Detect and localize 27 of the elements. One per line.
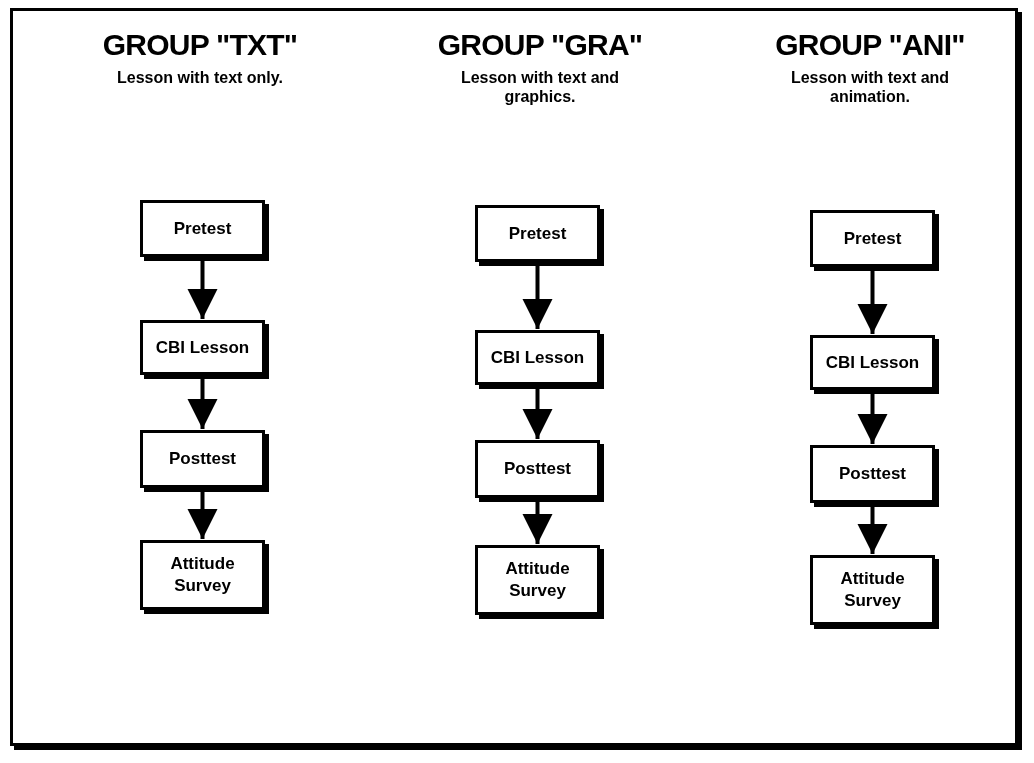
arrow [522, 264, 553, 329]
box-label: CBI Lesson [825, 351, 920, 374]
arrow [187, 377, 218, 429]
arrow [187, 490, 218, 539]
box-label: Posttest [838, 463, 907, 485]
box-label: Pretest [508, 222, 567, 245]
arrow [857, 269, 888, 334]
box-label: CBI Lesson [155, 336, 250, 359]
group-heading: GROUP "GRA" [436, 28, 644, 62]
box-label: Posttest [503, 458, 572, 480]
arrow [522, 387, 553, 439]
box-label: Attitude Survey [169, 553, 236, 597]
arrow [857, 392, 888, 444]
arrow [187, 259, 218, 319]
group-heading: GROUP "ANI" [774, 28, 966, 62]
group-description: Lesson with text only. [116, 68, 284, 87]
arrow [522, 500, 553, 544]
box-label: Pretest [173, 217, 232, 240]
group-description: Lesson with text and animation. [789, 68, 951, 106]
box-label: CBI Lesson [490, 346, 585, 369]
group-heading: GROUP "TXT" [101, 28, 299, 62]
box-label: Attitude Survey [839, 568, 906, 612]
box-label: Pretest [843, 227, 902, 250]
arrow [857, 505, 888, 554]
box-label: Posttest [168, 448, 237, 470]
group-description: Lesson with text and graphics. [459, 68, 621, 106]
box-label: Attitude Survey [504, 558, 571, 602]
